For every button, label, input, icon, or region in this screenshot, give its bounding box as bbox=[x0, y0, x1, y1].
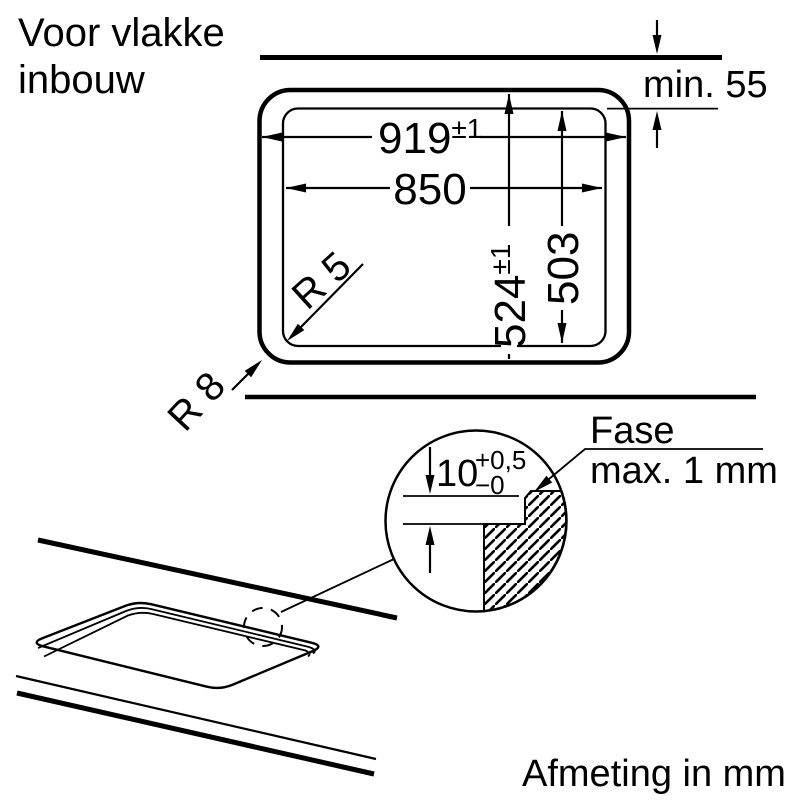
dimension-inner-width: 850 bbox=[286, 165, 602, 214]
dimension-inner-depth: 503 bbox=[539, 111, 588, 343]
min55-up-arrowhead bbox=[652, 111, 662, 130]
r8-label: R 8 bbox=[159, 364, 234, 440]
dim-524-label: 524±1 bbox=[485, 244, 535, 348]
dim-850-label: 850 bbox=[393, 165, 466, 214]
worktop-rear-edge-3d bbox=[37, 537, 398, 621]
dim-850-arrowhead-right bbox=[582, 183, 602, 193]
detail-leader-line bbox=[280, 558, 395, 613]
recess-down-arrowhead bbox=[425, 475, 435, 494]
perspective-view bbox=[15, 537, 398, 777]
r5-arrowhead bbox=[287, 323, 305, 341]
dim-919-arrowhead-left bbox=[262, 132, 282, 142]
recess-depth-tol-minus: −0 bbox=[475, 470, 505, 500]
units-note: Afmeting in mm bbox=[522, 753, 786, 795]
dim-919-label: 919±1 bbox=[378, 113, 482, 163]
cutout-ledge-line-1 bbox=[37, 607, 316, 655]
dim-503-label: 503 bbox=[539, 232, 588, 305]
dim-919-arrowhead-right bbox=[606, 132, 626, 142]
r5-leader-line bbox=[299, 263, 364, 329]
title-line-1: Voor vlakke bbox=[18, 11, 225, 55]
dim-524-text-gap bbox=[501, 226, 517, 354]
dim-919-text-gap bbox=[372, 127, 480, 147]
worktop-section-hatched bbox=[483, 490, 568, 613]
dim-503-arrowhead-bottom bbox=[557, 323, 567, 343]
worktop-front-bottom-edge-3d bbox=[16, 690, 375, 777]
chamfer-label-line-1: Fase bbox=[590, 410, 674, 452]
worktop-front-top-edge-3d bbox=[15, 674, 377, 761]
dimension-min-rear-distance: min. 55 bbox=[607, 20, 768, 148]
cutout-outer-rect bbox=[257, 87, 632, 365]
detail-view: 10 +0,5 −0 Fase max. 1 mm bbox=[384, 410, 778, 613]
page-title: Voor vlakke inbouw bbox=[18, 11, 225, 102]
chamfer-label-line-2: max. 1 mm bbox=[590, 450, 778, 492]
min55-label: min. 55 bbox=[643, 64, 768, 106]
dimension-outer-depth: 524±1 bbox=[485, 94, 535, 359]
min55-down-arrowhead bbox=[652, 35, 662, 54]
chamfer-arrowhead bbox=[534, 475, 553, 492]
radius-outer-callout: R 8 bbox=[159, 360, 262, 439]
r8-arrowhead bbox=[244, 360, 262, 378]
dim-503-text-gap bbox=[554, 226, 570, 310]
cutout-inner-rect bbox=[281, 107, 607, 348]
dim-850-arrowhead-left bbox=[286, 183, 306, 193]
recess-depth-value: 10 bbox=[436, 453, 478, 495]
recess-depth-tol-plus: +0,5 bbox=[475, 445, 526, 475]
dim-850-text-gap bbox=[390, 178, 470, 198]
cutout-opening-3d bbox=[35, 601, 320, 690]
chamfer-callout: Fase max. 1 mm bbox=[534, 410, 778, 492]
r5-label: R 5 bbox=[284, 244, 360, 318]
dim-503-arrowhead-top bbox=[557, 111, 567, 131]
detail-marker-circle bbox=[243, 607, 283, 647]
cutout-ledge-line-2 bbox=[43, 611, 311, 658]
r8-leader-line bbox=[231, 372, 250, 391]
recess-up-arrowhead bbox=[425, 526, 435, 545]
dimension-outer-width: 919±1 bbox=[262, 113, 626, 163]
radius-inner-callout: R 5 bbox=[284, 244, 364, 341]
dim-524-arrowhead-top bbox=[504, 94, 514, 114]
plan-view: 919±1 850 524±1 503 bbox=[159, 20, 768, 439]
chamfer-leader-line bbox=[548, 448, 763, 480]
title-line-2: inbouw bbox=[18, 58, 145, 102]
